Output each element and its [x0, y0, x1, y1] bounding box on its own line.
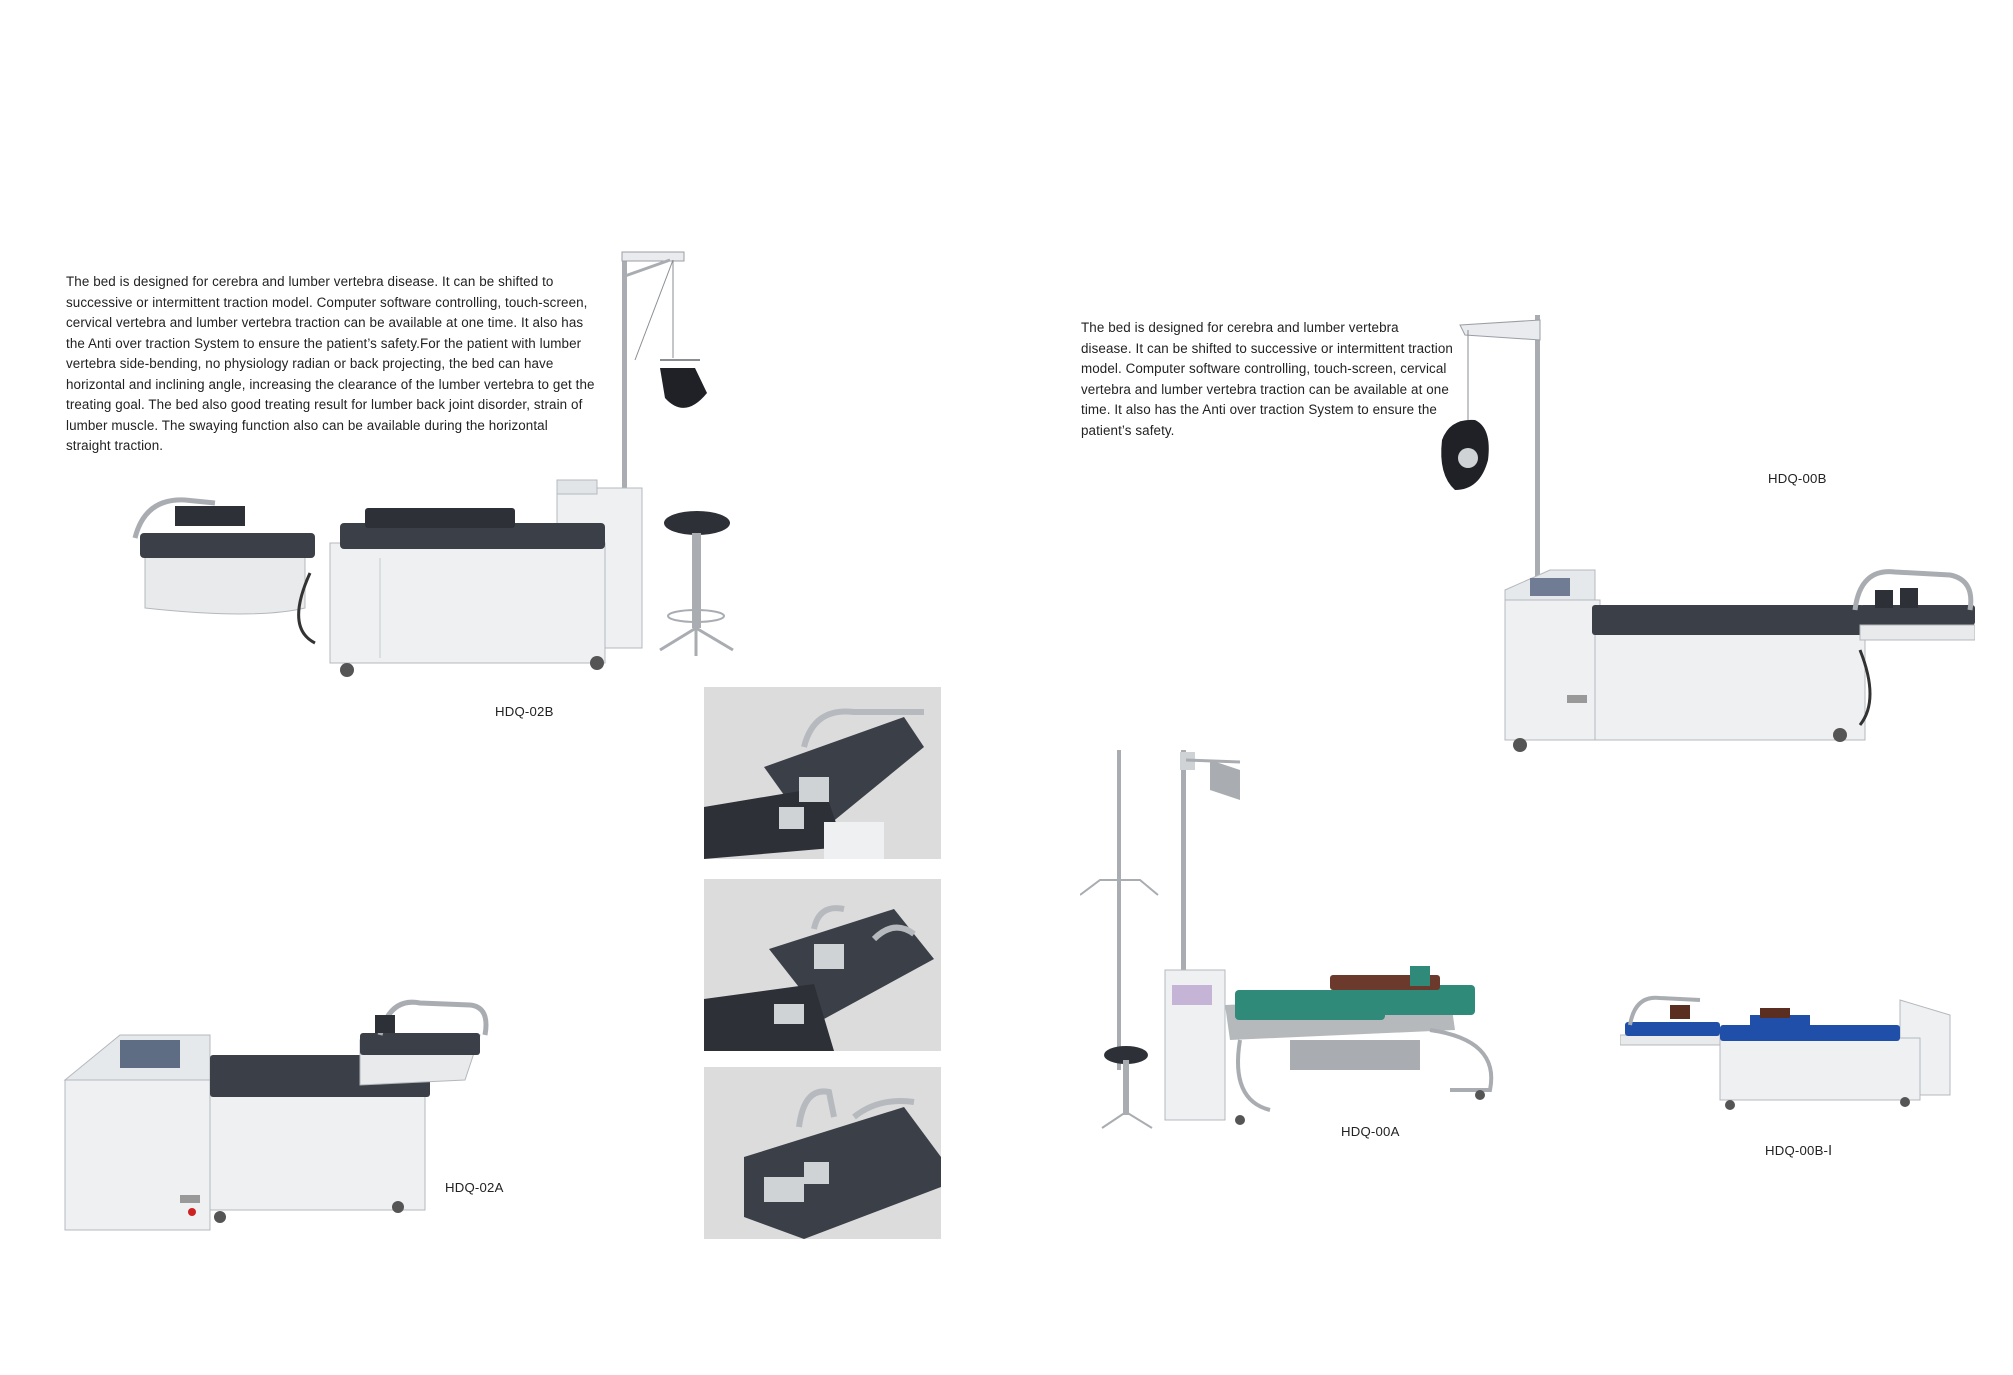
product-image-hdq-02b	[125, 238, 765, 698]
detail-photo-2	[704, 879, 941, 1051]
product-image-hdq-00b-i	[1620, 990, 1960, 1115]
detail-photo-1	[704, 687, 941, 859]
model-label-hdq-02b: HDQ-02B	[495, 704, 554, 719]
model-label-hdq-00b-i: HDQ-00B-Ⅰ	[1765, 1143, 1833, 1158]
product-image-hdq-00a	[1080, 740, 1540, 1140]
product-image-hdq-02a	[60, 995, 500, 1245]
model-label-hdq-00b: HDQ-00B	[1768, 471, 1827, 486]
left-description: The bed is designed for cerebra and lumb…	[66, 274, 595, 453]
detail-photo-3	[704, 1067, 941, 1239]
product-image-hdq-00b	[1420, 300, 1975, 755]
model-label-hdq-02a: HDQ-02A	[445, 1180, 504, 1195]
model-label-hdq-00a: HDQ-00A	[1341, 1124, 1400, 1139]
right-description: The bed is designed for cerebra and lumb…	[1081, 320, 1453, 438]
